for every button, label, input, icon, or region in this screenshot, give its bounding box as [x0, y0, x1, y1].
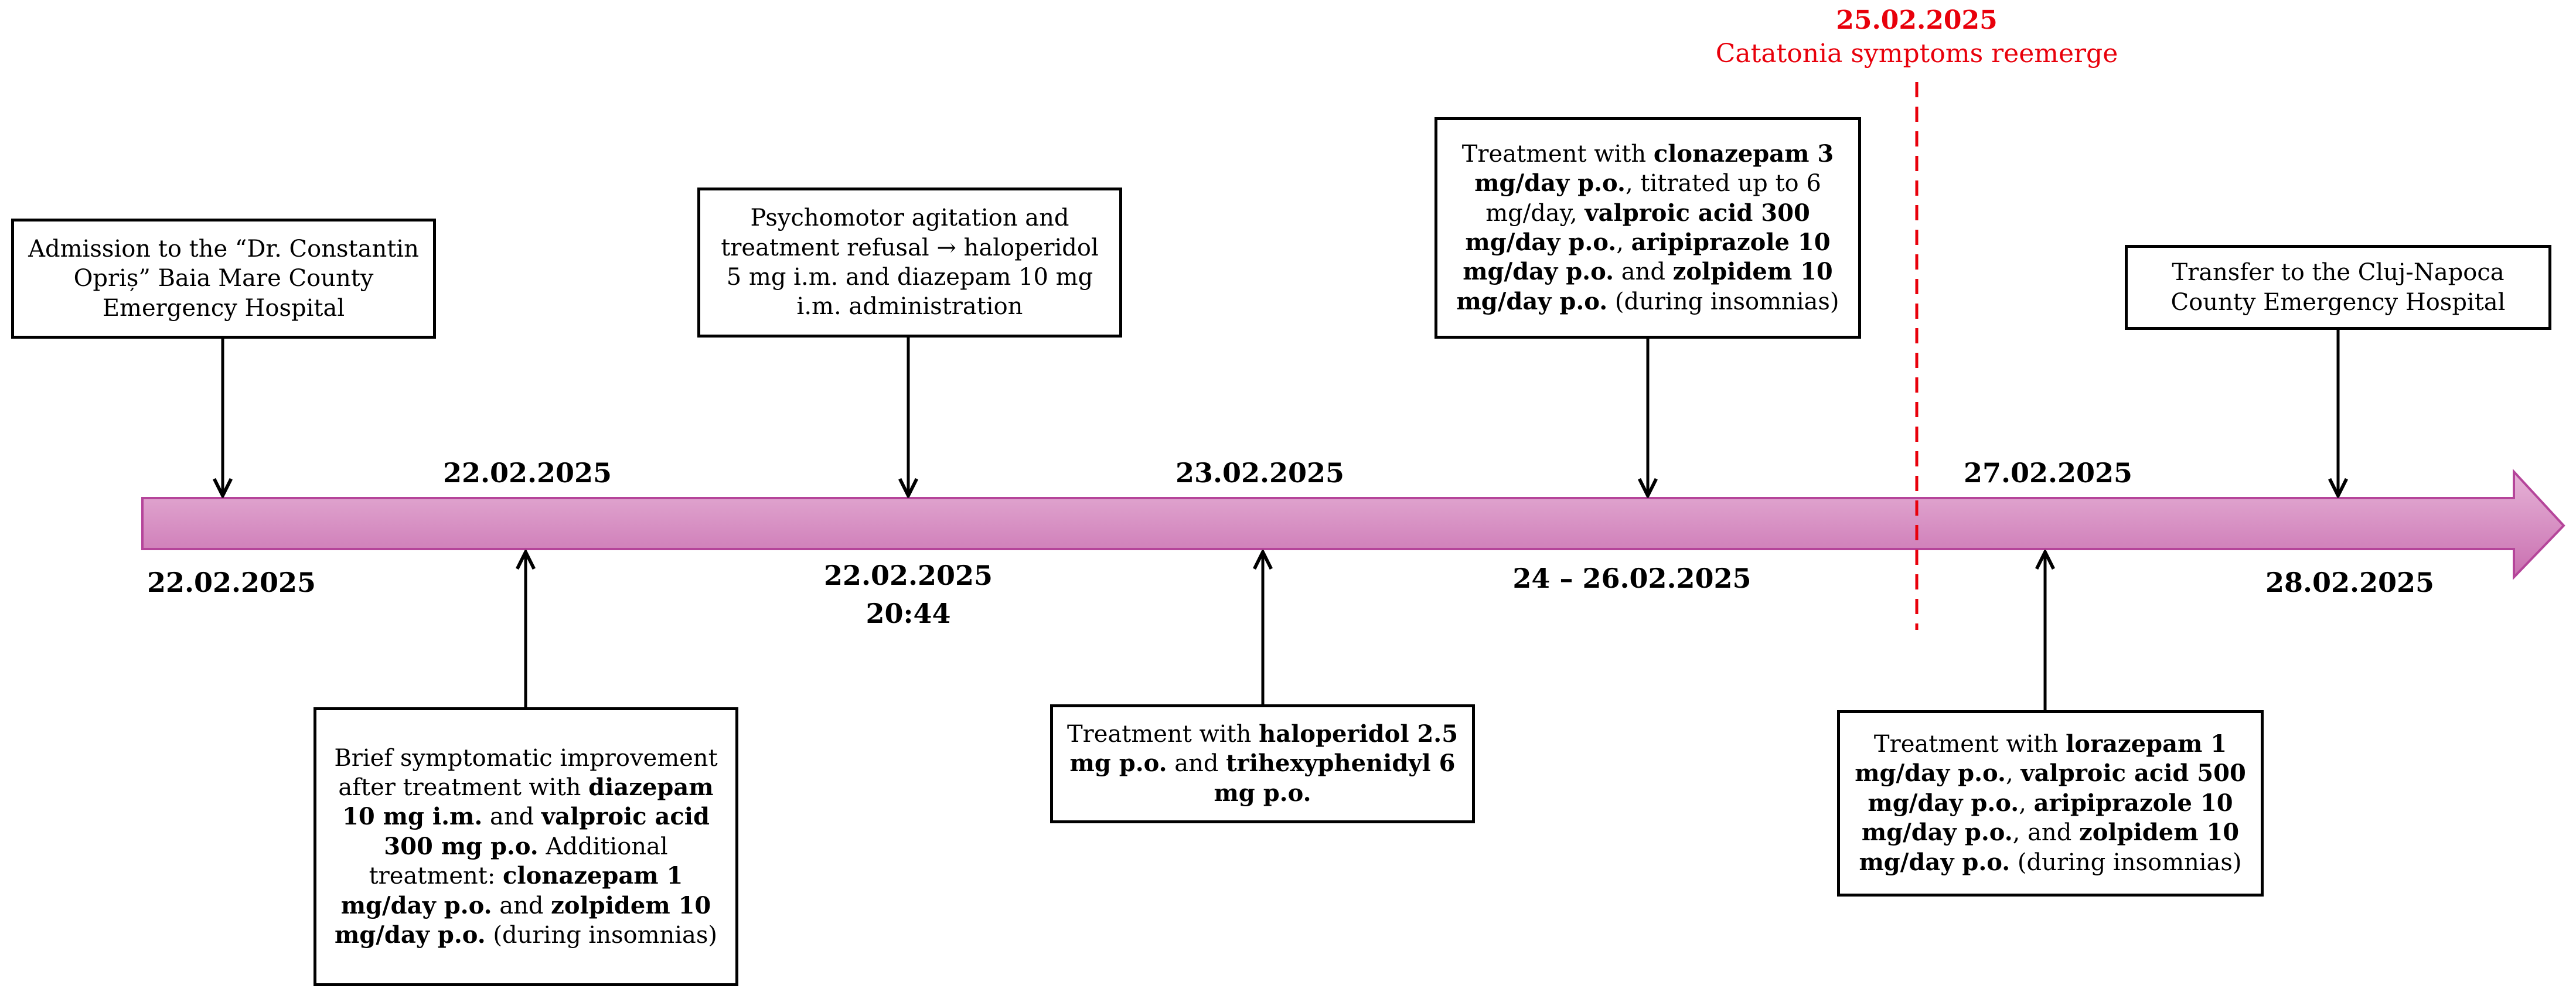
event-connectors: [223, 330, 2338, 710]
date-label-psychomotor-agitation: 22.02.2025: [823, 560, 993, 591]
date-label-admission: 22.02.2025: [146, 567, 316, 598]
event-box-psychomotor-agitation: Psychomotor agitation and treatment refu…: [697, 188, 1122, 338]
event-box-brief-improvement: Brief symptomatic improvement after trea…: [314, 707, 738, 986]
date-label-lorazepam-treatment: 27.02.2025: [1963, 457, 2133, 489]
event-box-transfer: Transfer to the Cluj-Napoca County Emerg…: [2125, 245, 2551, 330]
event-box-clonazepam-treatment: Treatment with clonazepam 3 mg/day p.o.,…: [1434, 117, 1861, 339]
event-box-haloperidol-oral: Treatment with haloperidol 2.5 mg p.o. a…: [1050, 704, 1475, 823]
event-box-admission: Admission to the “Dr. Constantin Opriș” …: [11, 219, 436, 339]
time-label-psychomotor-agitation: 20:44: [866, 598, 951, 629]
date-label-haloperidol-oral: 23.02.2025: [1175, 457, 1345, 489]
catatonia-date: 25.02.2025: [1836, 5, 1998, 35]
catatonia-annotation: 25.02.2025 Catatonia symptoms reemerge: [1682, 4, 2151, 70]
event-text-brief-improvement: Brief symptomatic improvement after trea…: [334, 744, 718, 949]
event-text-haloperidol-oral: Treatment with haloperidol 2.5 mg p.o. a…: [1066, 720, 1459, 807]
event-text-lorazepam-treatment: Treatment with lorazepam 1 mg/day p.o., …: [1855, 730, 2246, 876]
event-box-lorazepam-treatment: Treatment with lorazepam 1 mg/day p.o., …: [1837, 710, 2264, 897]
date-label-brief-improvement: 22.02.2025: [442, 457, 612, 489]
event-text-transfer: Transfer to the Cluj-Napoca County Emerg…: [2170, 259, 2506, 316]
event-text-psychomotor-agitation: Psychomotor agitation and treatment refu…: [721, 205, 1099, 321]
date-label-clonazepam-treatment: 24 – 26.02.2025: [1512, 563, 1752, 594]
timeline-arrow: [141, 468, 2565, 580]
event-text-clonazepam-treatment: Treatment with clonazepam 3 mg/day p.o.,…: [1456, 139, 1839, 315]
date-label-transfer: 28.02.2025: [2265, 567, 2435, 598]
event-text-admission: Admission to the “Dr. Constantin Opriș” …: [28, 235, 419, 322]
catatonia-label: Catatonia symptoms reemerge: [1715, 39, 2118, 69]
